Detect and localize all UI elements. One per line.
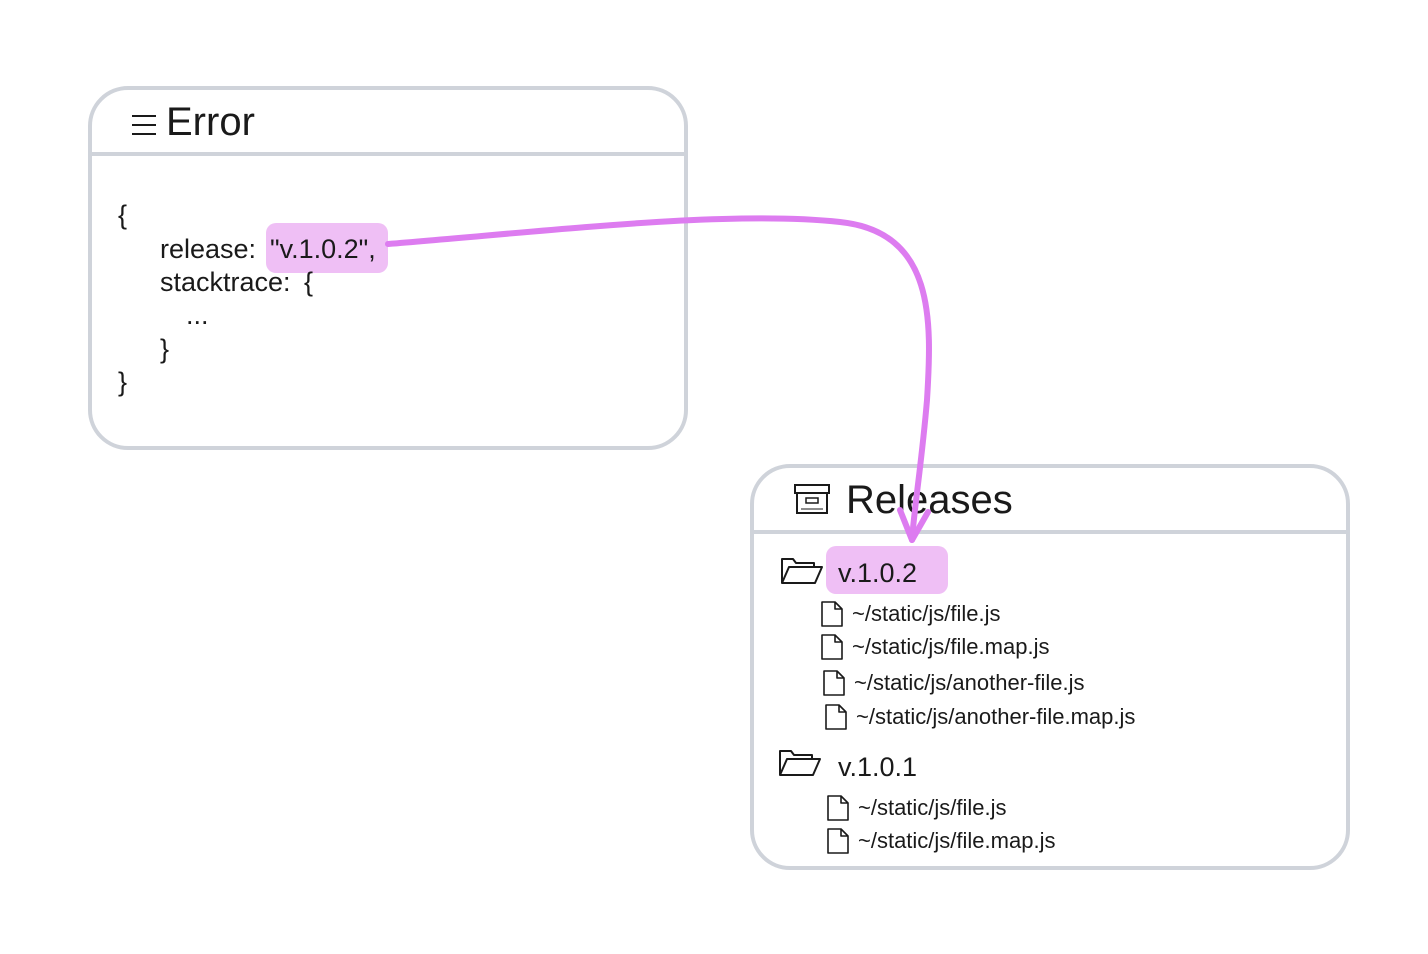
- file-item[interactable]: ~/static/js/file.map.js: [826, 827, 1055, 855]
- code-release-value: "v.1.0.2",: [270, 234, 376, 264]
- hamburger-menu-icon: [130, 113, 158, 137]
- file-icon: [826, 794, 850, 822]
- code-stacktrace-close: }: [160, 334, 170, 364]
- file-icon: [822, 669, 846, 697]
- file-label: ~/static/js/file.js: [852, 601, 1001, 626]
- code-ellipsis: ...: [186, 300, 209, 330]
- code-stacktrace-key: stacktrace:: [160, 267, 291, 297]
- folder-label: v.1.0.1: [838, 752, 918, 782]
- file-item[interactable]: ~/static/js/file.map.js: [820, 633, 1049, 661]
- file-label: ~/static/js/file.map.js: [858, 828, 1056, 853]
- releases-card: Releases v.1.0.2 ~/static/js/file.js ~/s…: [750, 464, 1350, 870]
- file-icon: [824, 703, 848, 731]
- file-label: ~/static/js/another-file.map.js: [856, 704, 1136, 729]
- folder-open-icon: [778, 746, 822, 778]
- release-value-highlight: [266, 223, 388, 273]
- file-label: ~/static/js/file.js: [858, 795, 1007, 820]
- releases-card-header: [754, 468, 1346, 534]
- file-item[interactable]: ~/static/js/file.js: [820, 600, 1001, 628]
- folder-highlight: [826, 546, 948, 594]
- error-card-title: Error: [166, 100, 255, 144]
- file-icon: [820, 633, 844, 661]
- folder-label: v.1.0.2: [838, 558, 918, 588]
- file-icon: [826, 827, 850, 855]
- file-label: ~/static/js/another-file.js: [854, 670, 1085, 695]
- code-open-brace: {: [118, 200, 128, 230]
- file-item[interactable]: ~/static/js/another-file.js: [822, 669, 1084, 697]
- file-item[interactable]: ~/static/js/another-file.map.js: [824, 703, 1135, 731]
- error-card: Error { release: "v.1.0.2", stacktrace: …: [88, 86, 688, 450]
- error-card-header: [92, 90, 684, 156]
- code-stacktrace-open: {: [304, 267, 314, 297]
- file-icon: [820, 600, 844, 628]
- releases-card-title: Releases: [846, 478, 1013, 522]
- file-item[interactable]: ~/static/js/file.js: [826, 794, 1007, 822]
- archive-box-icon: [792, 482, 832, 516]
- file-label: ~/static/js/file.map.js: [852, 634, 1050, 659]
- code-release-key: release:: [160, 234, 257, 264]
- code-close-brace: }: [118, 367, 128, 397]
- folder-open-icon: [780, 554, 824, 586]
